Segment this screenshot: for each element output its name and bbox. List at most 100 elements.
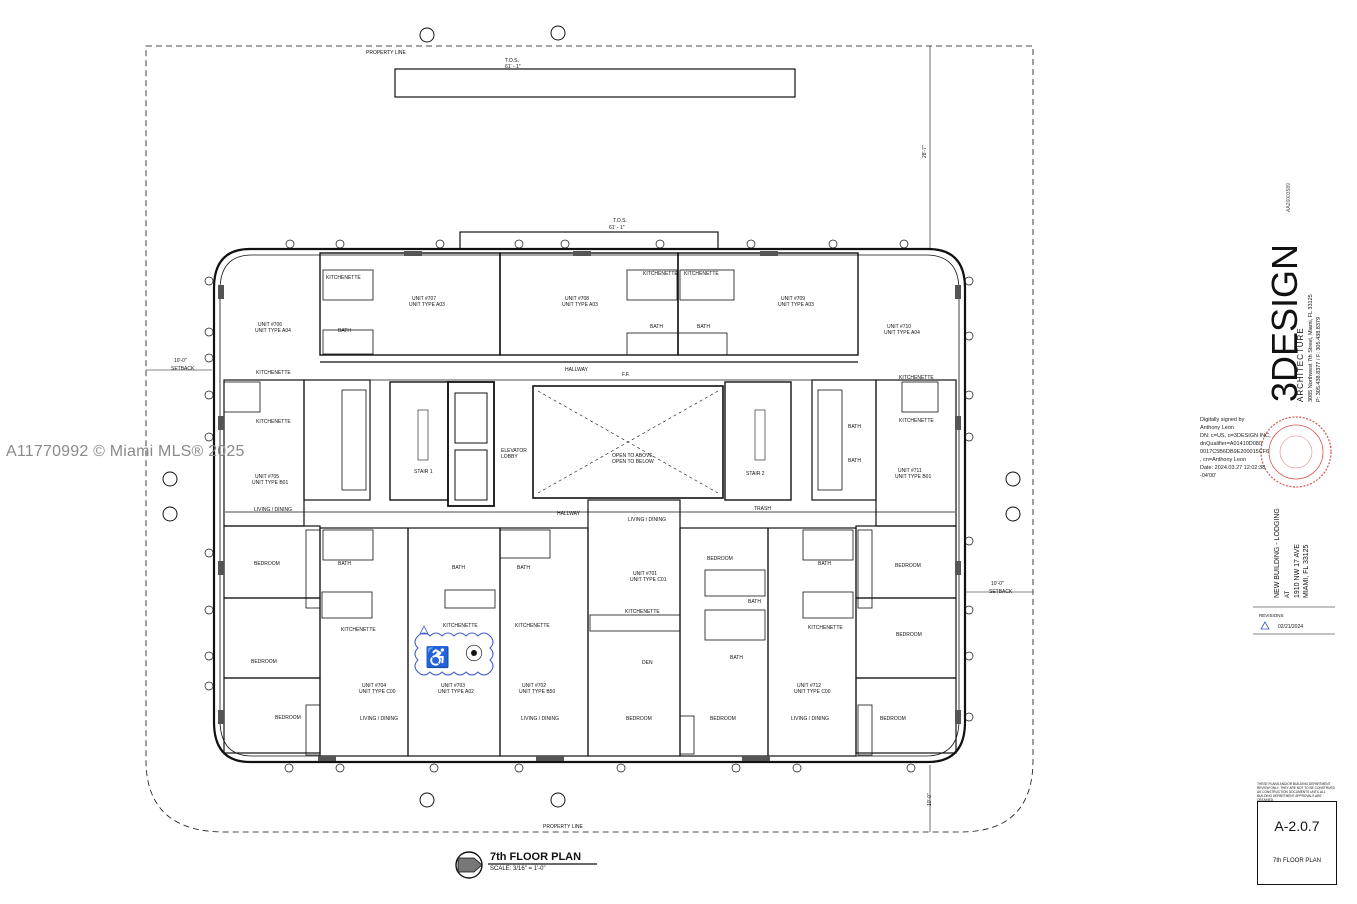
ff-label: F.F. <box>622 372 630 378</box>
unit-703-name: UNIT #703 <box>441 683 466 689</box>
unit-712-type: UNIT TYPE C00 <box>794 689 831 695</box>
project-city: MIAMI, FL 33125 <box>1303 544 1310 598</box>
room-bath: BATH <box>748 599 761 605</box>
unit-706-type: UNIT TYPE A04 <box>255 328 291 334</box>
unit-705-name: UNIT #705 <box>255 474 280 480</box>
revisions-label: REVISIONS <box>1259 613 1284 618</box>
room-bath: BATH <box>338 561 351 567</box>
property-line-label-bottom: PROPERTY LINE <box>543 824 583 830</box>
unit-712-name: UNIT #712 <box>797 683 822 689</box>
unit-711-name: UNIT #711 <box>898 468 922 474</box>
room-bedroom: BEDROOM <box>626 716 652 722</box>
room-bath: BATH <box>697 324 710 330</box>
room-living-dining: LIVING / DINING <box>521 716 560 722</box>
dim-bottom-setback: 10'-0" <box>927 793 933 806</box>
open-atrium <box>532 385 724 499</box>
room-bedroom: BEDROOM <box>707 556 733 562</box>
room-living-dining: LIVING / DINING <box>360 716 399 722</box>
unit-708-type: UNIT TYPE A03 <box>562 302 598 308</box>
room-kitchenette: KITCHENETTE <box>256 419 291 425</box>
digital-signature: Digitally signed by Anthony Leon DN: c=U… <box>1200 417 1271 479</box>
setback-label-left: SETBACK <box>171 366 195 372</box>
unit-707-name: UNIT #707 <box>412 296 437 302</box>
room-open-below: OPEN TO BELOW <box>612 459 654 465</box>
room-trash: TRASH <box>754 506 771 512</box>
room-kitchenette: KITCHENETTE <box>326 275 361 281</box>
room-bedroom: BEDROOM <box>254 561 280 567</box>
unit-704-type: UNIT TYPE C00 <box>359 689 396 695</box>
unit-701-name: UNIT #701 <box>633 571 658 577</box>
tos-label-top: T.O.S. <box>505 58 519 64</box>
dim-right-setback: 10'-0" <box>991 581 1004 587</box>
sheet-number-box: A-2.0.7 7th FLOOR PLAN <box>1257 801 1337 885</box>
unit-704-name: UNIT #704 <box>362 683 387 689</box>
room-kitchenette: KITCHENETTE <box>643 271 678 277</box>
firm-license: AA26003589 <box>1286 183 1292 212</box>
room-kitchenette: KITCHENETTE <box>443 623 478 629</box>
sheet-number: A-2.0.7 <box>1274 818 1320 834</box>
room-kitchenette: KITCHENETTE <box>684 271 719 277</box>
unit-709-type: UNIT TYPE A03 <box>778 302 814 308</box>
unit-710-name: UNIT #710 <box>887 324 912 330</box>
room-living-dining: LIVING / DINING <box>628 517 667 523</box>
firm-subtitle: ARCHITECTURE <box>1296 327 1305 402</box>
room-living-dining: LIVING / DINING <box>791 716 830 722</box>
room-bath: BATH <box>650 324 663 330</box>
room-kitchenette: KITCHENETTE <box>899 375 934 381</box>
unit-703-type: UNIT TYPE A02 <box>438 689 474 695</box>
room-bath: BATH <box>338 328 351 334</box>
room-hallway: HALLWAY <box>557 511 580 517</box>
room-bath: BATH <box>452 565 465 571</box>
unit-710-type: UNIT TYPE A04 <box>884 330 920 336</box>
unit-702-name: UNIT #702 <box>522 683 547 689</box>
room-kitchenette: KITCHENETTE <box>515 623 550 629</box>
revision-date: 02/21/2024 <box>1278 624 1304 630</box>
unit-709-name: UNIT #709 <box>781 296 806 302</box>
plan-scale: SCALE: 3/16" = 1'-0" <box>490 866 546 872</box>
room-bedroom: BEDROOM <box>275 715 301 721</box>
unit-711-type: UNIT TYPE B01 <box>895 474 932 480</box>
revision-cloud <box>414 632 494 676</box>
room-hallway: HALLWAY <box>565 367 588 373</box>
project-at: AT <box>1285 590 1291 598</box>
elevator-core <box>447 381 495 507</box>
architect-seal <box>1260 416 1332 488</box>
unit-705-type: UNIT TYPE B01 <box>252 480 289 486</box>
room-bedroom: BEDROOM <box>880 716 906 722</box>
firm-address: 3085 Northwest 7th Street, Miami, FL 331… <box>1308 294 1314 402</box>
room-kitchenette: KITCHENETTE <box>625 609 660 615</box>
room-bath: BATH <box>848 458 861 464</box>
canopy <box>394 68 796 98</box>
unit-701-type: UNIT TYPE C01 <box>630 577 667 583</box>
room-bedroom: BEDROOM <box>895 563 921 569</box>
room-kitchenette: KITCHENETTE <box>899 418 934 424</box>
room-stair-1: STAIR 1 <box>414 469 433 475</box>
wheelchair-icon: ♿ <box>425 647 450 669</box>
room-living-dining: LIVING / DINING <box>254 507 293 513</box>
room-elevator-lobby: ELEVATOR LOBBY <box>501 448 527 460</box>
unit-706-name: UNIT #706 <box>258 322 283 328</box>
building-outline <box>212 247 967 764</box>
sheet-name: 7th FLOOR PLAN <box>1272 858 1322 864</box>
mls-watermark: A11770992 © Miami MLS® 2025 <box>6 443 245 460</box>
unit-702-type: UNIT TYPE B50 <box>519 689 556 695</box>
tos-elev-top: 61' - 1" <box>505 64 521 70</box>
plan-notes: THESE PLANS AND/OR BUILDING DEPARTMENT R… <box>1257 782 1335 802</box>
tos-label-mid: T.O.S. <box>613 218 627 224</box>
dim-left-setback: 10'-0" <box>174 358 187 364</box>
unit-707-type: UNIT TYPE A03 <box>409 302 445 308</box>
project-name: NEW BUILDING - LODGING <box>1274 508 1281 598</box>
room-kitchenette: KITCHENETTE <box>256 370 291 376</box>
unit-708-name: UNIT #708 <box>565 296 590 302</box>
tos-elev-mid: 61' - 1" <box>609 225 625 231</box>
property-line-label-top: PROPERTY LINE <box>366 50 406 56</box>
room-bath: BATH <box>848 424 861 430</box>
project-address: 1910 NW 17 AVE <box>1294 544 1301 598</box>
room-stair-2: STAIR 2 <box>746 471 765 477</box>
room-bath: BATH <box>517 565 530 571</box>
room-kitchenette: KITCHENETTE <box>341 627 376 633</box>
setback-label-right: SETBACK <box>989 589 1013 595</box>
room-bath: BATH <box>730 655 743 661</box>
stair-1 <box>389 381 449 501</box>
